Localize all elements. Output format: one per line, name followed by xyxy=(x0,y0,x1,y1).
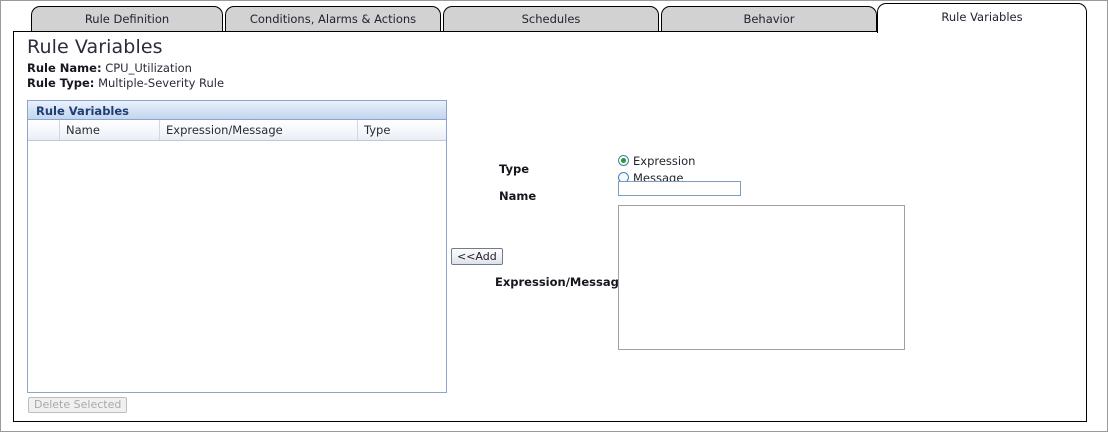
grid-header-row: Name Expression/Message Type xyxy=(28,120,446,141)
grid-caption: Rule Variables xyxy=(28,101,446,120)
grid-column-expression-message[interactable]: Expression/Message xyxy=(160,120,358,140)
content-panel: Rule Variables Rule Name: CPU_Utilizatio… xyxy=(13,31,1087,422)
delete-selected-button[interactable]: Delete Selected xyxy=(28,397,128,413)
tab-behavior[interactable]: Behavior xyxy=(661,6,877,32)
type-label: Type xyxy=(499,162,530,176)
tab-rule-variables[interactable]: Rule Variables xyxy=(877,3,1087,33)
grid-body-empty[interactable] xyxy=(28,141,446,391)
tab-label: Rule Definition xyxy=(84,12,170,26)
rule-type-value: Multiple-Severity Rule xyxy=(98,76,225,90)
radio-expression-icon[interactable] xyxy=(618,155,629,166)
tab-label: Conditions, Alarms & Actions xyxy=(249,12,417,26)
grid-column-select xyxy=(28,120,60,140)
tab-schedules[interactable]: Schedules xyxy=(443,6,659,32)
expression-message-label: Expression/Message xyxy=(495,275,627,289)
rule-type-row: Rule Type: Multiple-Severity Rule xyxy=(27,76,224,90)
page-title: Rule Variables xyxy=(27,36,163,58)
tab-rule-definition[interactable]: Rule Definition xyxy=(31,6,223,32)
rule-type-label: Rule Type: xyxy=(27,76,95,90)
name-label: Name xyxy=(499,189,537,203)
tab-conditions-alarms-actions[interactable]: Conditions, Alarms & Actions xyxy=(225,6,441,32)
rule-variables-grid: Rule Variables Name Expression/Message T… xyxy=(27,100,447,393)
grid-column-name[interactable]: Name xyxy=(60,120,160,140)
tab-label: Schedules xyxy=(521,12,581,26)
rule-name-row: Rule Name: CPU_Utilization xyxy=(27,61,192,75)
radio-option-expression[interactable]: Expression xyxy=(618,153,695,168)
active-tab-joint xyxy=(878,30,1086,33)
rule-name-label: Rule Name: xyxy=(27,61,102,75)
tab-strip: Rule Definition Conditions, Alarms & Act… xyxy=(1,1,1107,33)
tab-label: Rule Variables xyxy=(941,10,1023,24)
tab-label: Behavior xyxy=(743,12,795,26)
add-button[interactable]: <<Add xyxy=(451,248,503,265)
name-input[interactable] xyxy=(618,181,741,196)
grid-column-type[interactable]: Type xyxy=(364,123,391,137)
rule-name-value: CPU_Utilization xyxy=(105,61,192,75)
radio-expression-label: Expression xyxy=(633,153,696,168)
expression-message-textarea[interactable] xyxy=(618,205,905,350)
